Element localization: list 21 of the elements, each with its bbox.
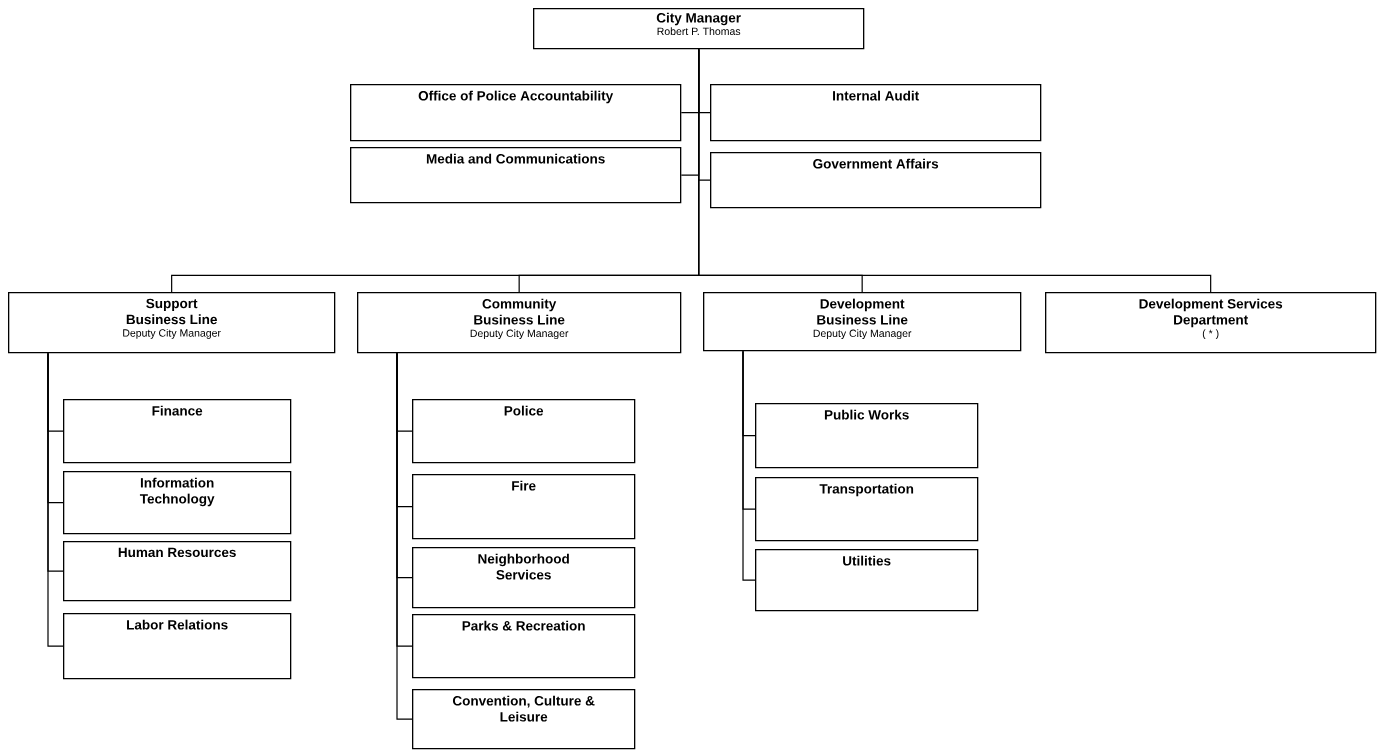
department-box: Human Resources xyxy=(63,541,292,602)
connector-line xyxy=(396,352,413,720)
department-box: Transportation xyxy=(755,477,979,542)
department-box: Finance xyxy=(63,399,292,464)
office-box: Media and Communications xyxy=(350,147,682,204)
department-box: Convention, Culture & Leisure xyxy=(412,689,636,750)
connector-line xyxy=(698,48,1212,293)
connector-line xyxy=(47,352,64,647)
department-box: Information Technology xyxy=(63,471,292,535)
department-box: Fire xyxy=(412,474,636,540)
office-box: Internal Audit xyxy=(710,84,1042,142)
department-box: Labor Relations xyxy=(63,613,292,680)
department-box: Parks & Recreation xyxy=(412,614,636,679)
connector-line xyxy=(742,350,756,581)
department-box: Neighborhood Services xyxy=(412,547,636,609)
manager-box: City Manager Robert P. Thomas xyxy=(533,8,865,50)
department-box: Public Works xyxy=(755,403,979,469)
office-box: Government Affairs xyxy=(710,152,1042,209)
office-box: Office of Police Accountability xyxy=(350,84,682,142)
department-box: Utilities xyxy=(755,549,979,612)
department-box: Police xyxy=(412,399,636,464)
